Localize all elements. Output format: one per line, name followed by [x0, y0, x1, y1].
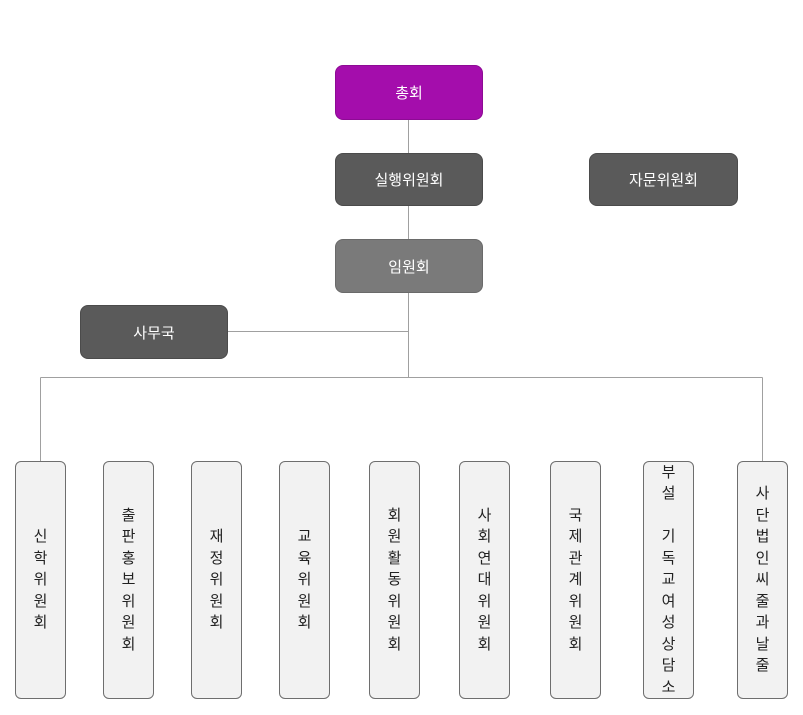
executive-committee-label: 실행위원회 [374, 171, 444, 189]
committee-label-char: 관 [568, 548, 583, 567]
committee-label-char: 원 [121, 613, 136, 632]
committee-label-char: 위 [568, 591, 583, 610]
committee-label-char: 법 [755, 527, 770, 546]
committee-label-char: 위 [33, 570, 48, 589]
committee-label-char [666, 505, 671, 527]
committee-label-char: 위 [297, 570, 312, 589]
committee-label-char: 사 [755, 484, 770, 503]
committee-label-char: 원 [33, 591, 48, 610]
committee-label-char: 위 [121, 591, 136, 610]
secretariat-label: 사무국 [133, 323, 175, 342]
committee-label-char: 계 [568, 570, 583, 589]
committee-label-char: 회 [297, 613, 312, 632]
committee-label-char: 대 [477, 570, 492, 589]
committee-label-char: 부 [661, 462, 676, 481]
committee-label-char: 과 [755, 613, 770, 632]
committee-label-char: 회 [568, 634, 583, 653]
committee-label-char: 원 [387, 613, 402, 632]
committee-label-char: 회 [477, 634, 492, 653]
advisory-committee-label: 자문위원회 [628, 171, 698, 189]
board-box: 임원회 [335, 239, 483, 293]
committee-label-char: 위 [387, 591, 402, 610]
executive-committee-box: 실행위원회 [335, 153, 483, 206]
committee-label-char: 날 [755, 634, 770, 653]
committee-label-char: 기 [661, 527, 676, 546]
committee-label-char: 연 [477, 548, 492, 567]
committee-label-char: 설 [661, 484, 676, 503]
committee-label-char: 홍 [121, 548, 136, 567]
committee-label-char: 동 [387, 570, 402, 589]
committee-label-char: 줄 [755, 656, 770, 675]
committee-label-char: 신 [33, 527, 48, 546]
committee-label-char: 활 [387, 548, 402, 567]
committee-label-char: 정 [209, 548, 224, 567]
committee-label-char: 독 [661, 548, 676, 567]
general-assembly-label: 총회 [395, 84, 423, 102]
committee-label-char: 원 [297, 591, 312, 610]
committee-label-char: 회 [121, 634, 136, 653]
committee-label-char: 성 [661, 613, 676, 632]
committee-label-char: 제 [568, 527, 583, 546]
committee-label-char: 회 [33, 613, 48, 632]
committee-label-char: 원 [477, 613, 492, 632]
committee-label-char: 여 [661, 591, 676, 610]
committee-label-char: 사 [477, 505, 492, 524]
committee-label-char: 회 [387, 634, 402, 653]
committee-label-char: 재 [209, 527, 224, 546]
committee-label-char: 판 [121, 527, 136, 546]
committee-label-char: 출 [121, 505, 136, 524]
committee-label-char: 단 [755, 505, 770, 524]
committee-label-char: 인 [755, 548, 770, 567]
committee-label-char: 원 [209, 591, 224, 610]
committee-label-char: 상 [661, 634, 676, 653]
committee-label-char: 씨 [755, 570, 770, 589]
committee-label-char: 교 [297, 527, 312, 546]
committee-label-char: 학 [33, 548, 48, 567]
board-label: 임원회 [388, 257, 430, 276]
committee-label-char: 담 [661, 656, 676, 675]
committee-label-char: 원 [387, 527, 402, 546]
advisory-committee-box: 자문위원회 [589, 153, 738, 206]
committee-label-char: 원 [568, 613, 583, 632]
committee-label-char: 회 [477, 527, 492, 546]
committee-label-char: 소 [661, 677, 676, 696]
committee-label-char: 줄 [755, 591, 770, 610]
committee-label-char: 육 [297, 548, 312, 567]
committee-label-char: 국 [568, 505, 583, 524]
committee-label-char: 위 [477, 591, 492, 610]
committee-label-char: 교 [661, 570, 676, 589]
general-assembly-box: 총회 [335, 65, 483, 120]
secretariat-box: 사무국 [80, 305, 228, 359]
committee-label-char: 위 [209, 570, 224, 589]
committee-label-char: 보 [121, 570, 136, 589]
committee-label-char: 회 [387, 505, 402, 524]
committee-label-char: 회 [209, 613, 224, 632]
